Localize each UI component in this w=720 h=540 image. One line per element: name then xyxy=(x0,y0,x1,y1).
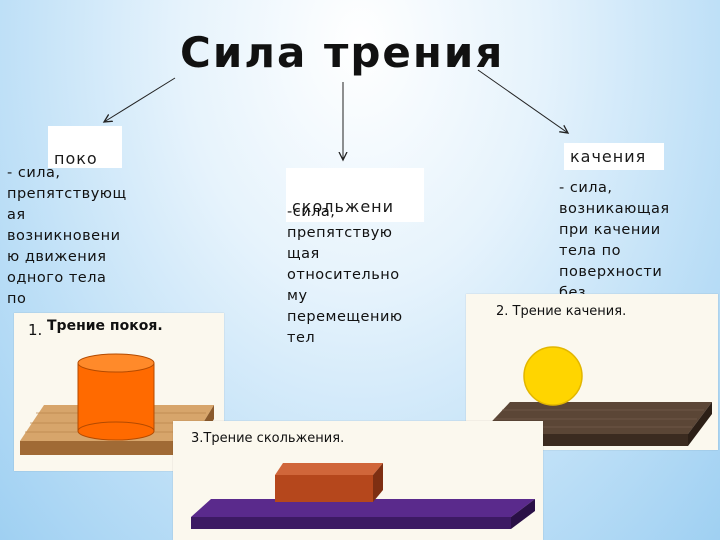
label-static: поко я xyxy=(48,126,122,168)
desc-rolling: - сила, возникающая при качении тела по … xyxy=(559,180,670,296)
figure-static-number: 1. xyxy=(28,321,43,339)
purple-plate-side xyxy=(191,517,511,529)
purple-plate-end xyxy=(511,499,535,529)
sliding-friction-illustration xyxy=(191,463,535,529)
label-static-text: поко я xyxy=(54,149,98,168)
cylinder-top xyxy=(77,353,155,373)
purple-plate-top xyxy=(191,499,535,517)
desc-sliding: -сила, препятствую щая относительно му п… xyxy=(287,204,403,346)
label-sliding-text: скольжени я xyxy=(292,197,395,222)
brick-top xyxy=(275,463,383,475)
static-friction-illustration xyxy=(20,353,214,455)
yellow-ball xyxy=(523,346,583,406)
wooden-board-side xyxy=(20,441,192,455)
brick-side xyxy=(373,463,383,502)
figure-sliding-friction: 3.Трение скольжения. xyxy=(173,421,543,540)
figure-static-caption: Трение покоя. xyxy=(47,318,163,334)
figure-rolling-caption: 2. Трение качения. xyxy=(496,304,627,319)
label-rolling-text: качения xyxy=(570,147,647,166)
figure-sliding-caption: 3.Трение скольжения. xyxy=(191,431,345,446)
desc-static: - сила, препятствующ ая возникновени ю д… xyxy=(7,165,127,307)
cylinder-bottom xyxy=(77,421,155,441)
arrow-to-rolling xyxy=(477,69,568,133)
dark-board-end xyxy=(688,402,712,446)
arrow-to-static xyxy=(104,77,176,122)
brick-front xyxy=(275,475,373,502)
slide-title: Сила трения xyxy=(180,28,505,77)
label-sliding: скольжени я xyxy=(286,168,424,222)
cylinder-body xyxy=(78,363,154,431)
figure-static-friction: 1. Трение покоя. xyxy=(14,313,224,471)
label-rolling: качения xyxy=(564,143,664,170)
